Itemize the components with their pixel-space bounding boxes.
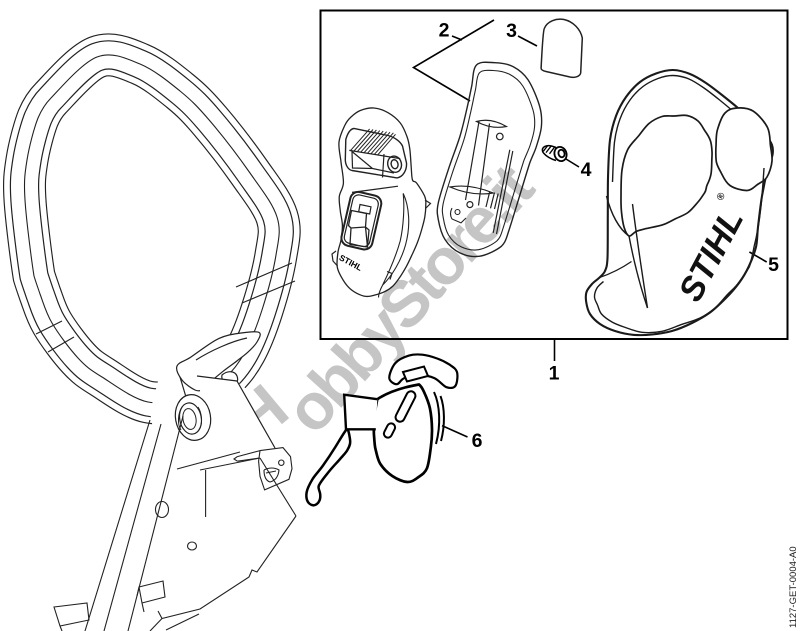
svg-text:5: 5 (768, 254, 779, 276)
svg-text:2: 2 (439, 20, 450, 42)
svg-text:3: 3 (506, 20, 517, 42)
svg-text:6: 6 (472, 430, 483, 452)
svg-text:1127-GET-0004-A0: 1127-GET-0004-A0 (788, 546, 799, 628)
svg-text:1: 1 (549, 363, 560, 385)
svg-text:4: 4 (581, 159, 592, 181)
